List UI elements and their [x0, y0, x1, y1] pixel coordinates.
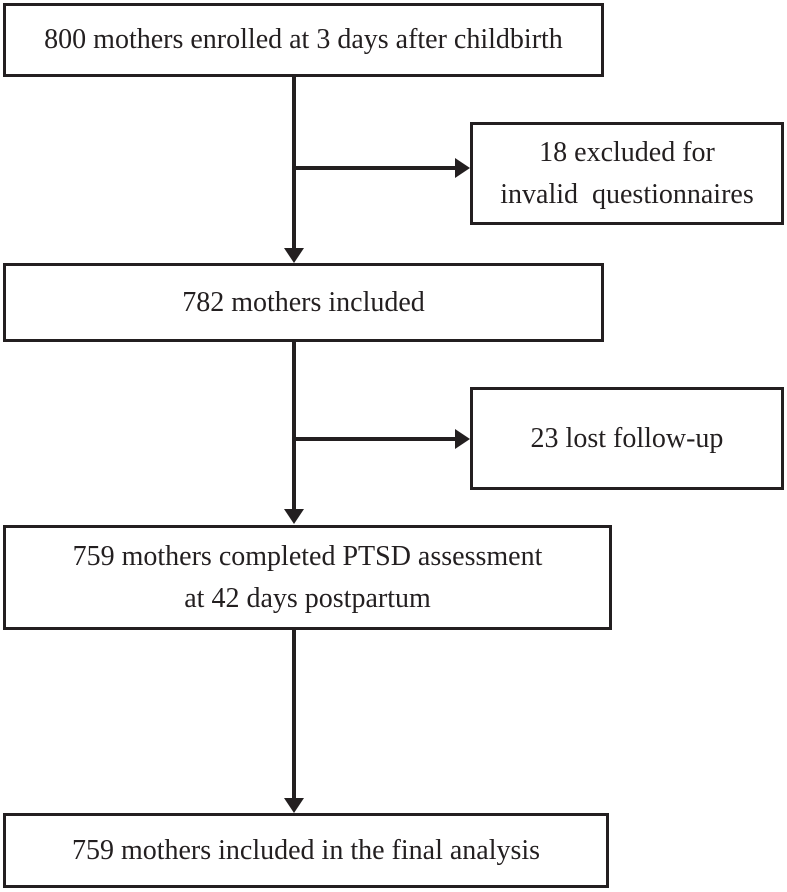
- box-final-analysis-text: 759 mothers included in the final analys…: [71, 834, 541, 866]
- box-excluded: 18 excluded for invalid questionnaires: [470, 122, 784, 225]
- arrow-ptsd-to-final-head-icon: [284, 798, 304, 813]
- arrow-branch-to-lost-line: [294, 437, 456, 441]
- box-lost-followup-text: 23 lost follow-up: [530, 422, 724, 454]
- arrow-branch-to-excluded-head-icon: [455, 158, 470, 178]
- box-lost-followup: 23 lost follow-up: [470, 387, 784, 490]
- box-ptsd-assessment-line-1: 759 mothers completed PTSD assessment: [72, 540, 543, 572]
- box-excluded-line-1: 18 excluded for: [539, 136, 715, 168]
- box-ptsd-assessment-line-2: at 42 days postpartum: [184, 582, 431, 614]
- box-ptsd-assessment: 759 mothers completed PTSD assessment at…: [3, 525, 612, 630]
- arrow-included-to-ptsd-head-icon: [284, 509, 304, 524]
- box-enrolled-text: 800 mothers enrolled at 3 days after chi…: [44, 24, 563, 55]
- arrow-branch-to-excluded-line: [294, 166, 456, 170]
- box-final-analysis: 759 mothers included in the final analys…: [3, 813, 609, 888]
- box-excluded-line-2: invalid questionnaires: [500, 178, 754, 210]
- arrow-included-to-ptsd-line: [292, 342, 296, 510]
- arrow-enrolled-to-included-head-icon: [284, 248, 304, 263]
- box-enrolled: 800 mothers enrolled at 3 days after chi…: [3, 3, 604, 77]
- box-included: 782 mothers included: [3, 263, 604, 342]
- arrow-branch-to-lost-head-icon: [455, 429, 470, 449]
- box-included-text: 782 mothers included: [182, 286, 425, 318]
- arrow-ptsd-to-final-line: [292, 630, 296, 799]
- arrow-enrolled-to-included-line: [292, 77, 296, 249]
